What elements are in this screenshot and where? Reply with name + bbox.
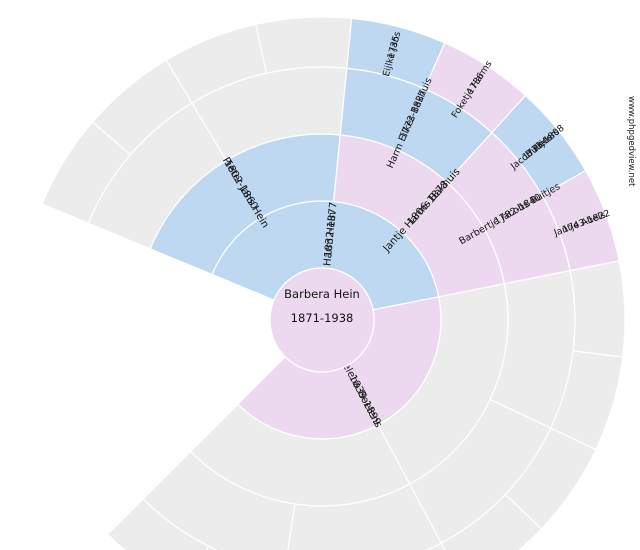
center-person-dates: 1871-1938 bbox=[291, 311, 354, 325]
center-person-circle[interactable] bbox=[269, 267, 375, 373]
fan-segment-empty bbox=[106, 498, 210, 550]
fan-center-layer[interactable]: Barbera Hein 1871-1938 bbox=[269, 267, 375, 373]
watermark-label: www.phpgedview.net bbox=[626, 96, 636, 187]
fan-segment-empty bbox=[287, 483, 443, 550]
fan-segment-empty bbox=[254, 16, 353, 74]
fan-segments-layer bbox=[41, 16, 626, 550]
fan-segment-empty bbox=[569, 260, 626, 358]
fan-person-dates: 1832-1877 bbox=[323, 201, 339, 257]
center-person-name: Barbera Hein bbox=[284, 287, 360, 301]
fan-person-name: Harm Hein bbox=[322, 211, 338, 266]
